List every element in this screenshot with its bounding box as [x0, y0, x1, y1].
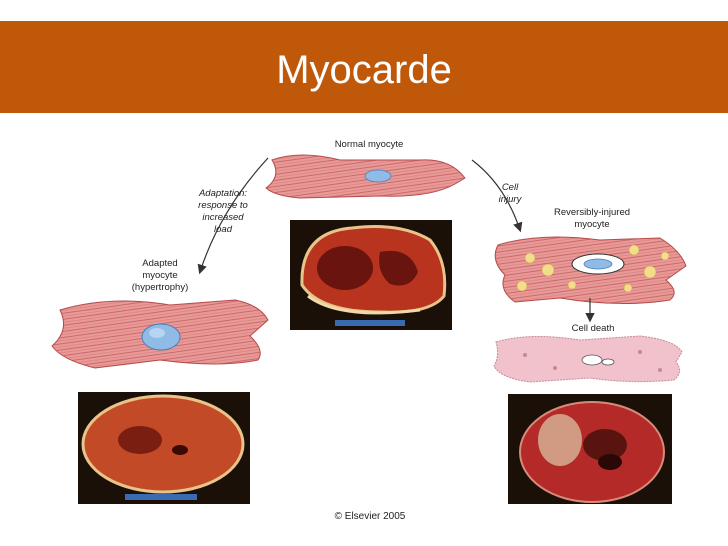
label-adapted: Adapted myocyte (hypertrophy) — [120, 258, 200, 294]
normal-myocyte-cell — [265, 154, 466, 199]
dead-cell — [493, 335, 683, 383]
label-cell-death: Cell death — [571, 323, 615, 334]
adapted-myocyte-cell — [51, 299, 269, 369]
nucleus-normal — [364, 169, 392, 183]
heart-photo-normal — [290, 220, 452, 330]
label-adapted-line: Adapted — [142, 258, 178, 269]
arrow-icon — [197, 157, 269, 275]
label-adapted-line: (hypertrophy) — [131, 282, 189, 293]
label-cell-injury-line: injury — [498, 194, 522, 205]
label-reversibly-injured-line: myocyte — [574, 219, 610, 230]
title-bar — [0, 21, 728, 113]
label-adaptation: Adaptation: response to increased load — [188, 188, 258, 236]
label-cell-injury-line: Cell — [501, 182, 519, 193]
label-adaptation-line: load — [214, 224, 232, 235]
slide-title: Myocarde — [276, 48, 452, 92]
label-cell-injury: Cell injury — [492, 182, 528, 206]
label-reversibly-injured: Reversibly-injured myocyte — [540, 207, 644, 231]
label-adaptation-line: response to — [198, 200, 248, 211]
label-normal-myocyte: Normal myocyte — [334, 139, 404, 150]
label-adaptation-line: increased — [202, 212, 244, 223]
copyright: © Elsevier 2005 — [334, 511, 406, 522]
label-adaptation-line: Adaptation: — [198, 188, 248, 199]
arrow-icon — [471, 159, 523, 233]
label-adapted-line: myocyte — [142, 270, 178, 281]
heart-photo-infarct — [508, 394, 672, 504]
heart-photo-hypertrophy — [78, 392, 250, 504]
reversibly-injured-cell — [494, 236, 687, 305]
label-reversibly-injured-line: Reversibly-injured — [553, 207, 631, 218]
